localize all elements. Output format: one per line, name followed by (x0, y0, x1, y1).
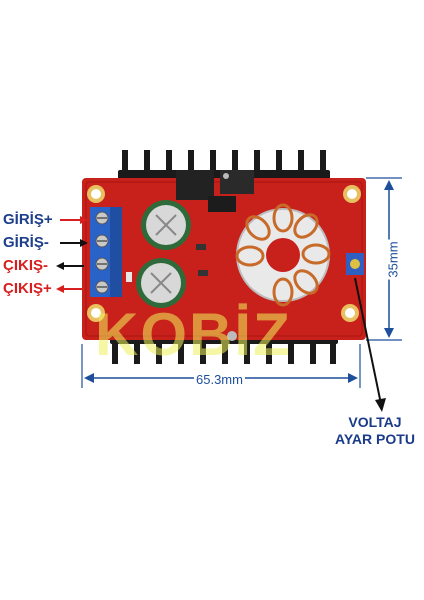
terminal-label-output-minus: ÇIKIŞ- (3, 257, 48, 274)
annotation-line-2: AYAR POTU (335, 431, 415, 447)
terminal-block (90, 207, 122, 297)
terminal-arrows (56, 216, 88, 293)
terminal-arrow-head (56, 285, 64, 293)
terminal-arrow-head (80, 216, 88, 224)
terminal-label-input-minus: GİRİŞ- (3, 234, 49, 251)
potentiometer (346, 253, 364, 275)
terminal-label-input-plus: GİRİŞ+ (3, 211, 53, 228)
terminal-arrow-head (80, 239, 88, 247)
capacitor-top (141, 200, 191, 250)
watermark: KOBİZ (95, 301, 292, 368)
annotation-line-1: VOLTAJ (348, 414, 402, 430)
height-dimension-label: 35mm (385, 239, 401, 280)
toroid-coil (235, 203, 331, 307)
pot-pointer-arrow (354, 277, 386, 412)
terminal-label-output-plus: ÇIKIŞ+ (3, 280, 52, 297)
mounting-holes (87, 185, 361, 322)
terminal-arrow-head (56, 262, 64, 270)
width-dimension-label: 65.3mm (194, 372, 245, 387)
capacitor-bottom (136, 258, 186, 308)
annotation-voltage-pot: VOLTAJ AYAR POTU (326, 414, 424, 448)
ic-chip (208, 196, 236, 212)
